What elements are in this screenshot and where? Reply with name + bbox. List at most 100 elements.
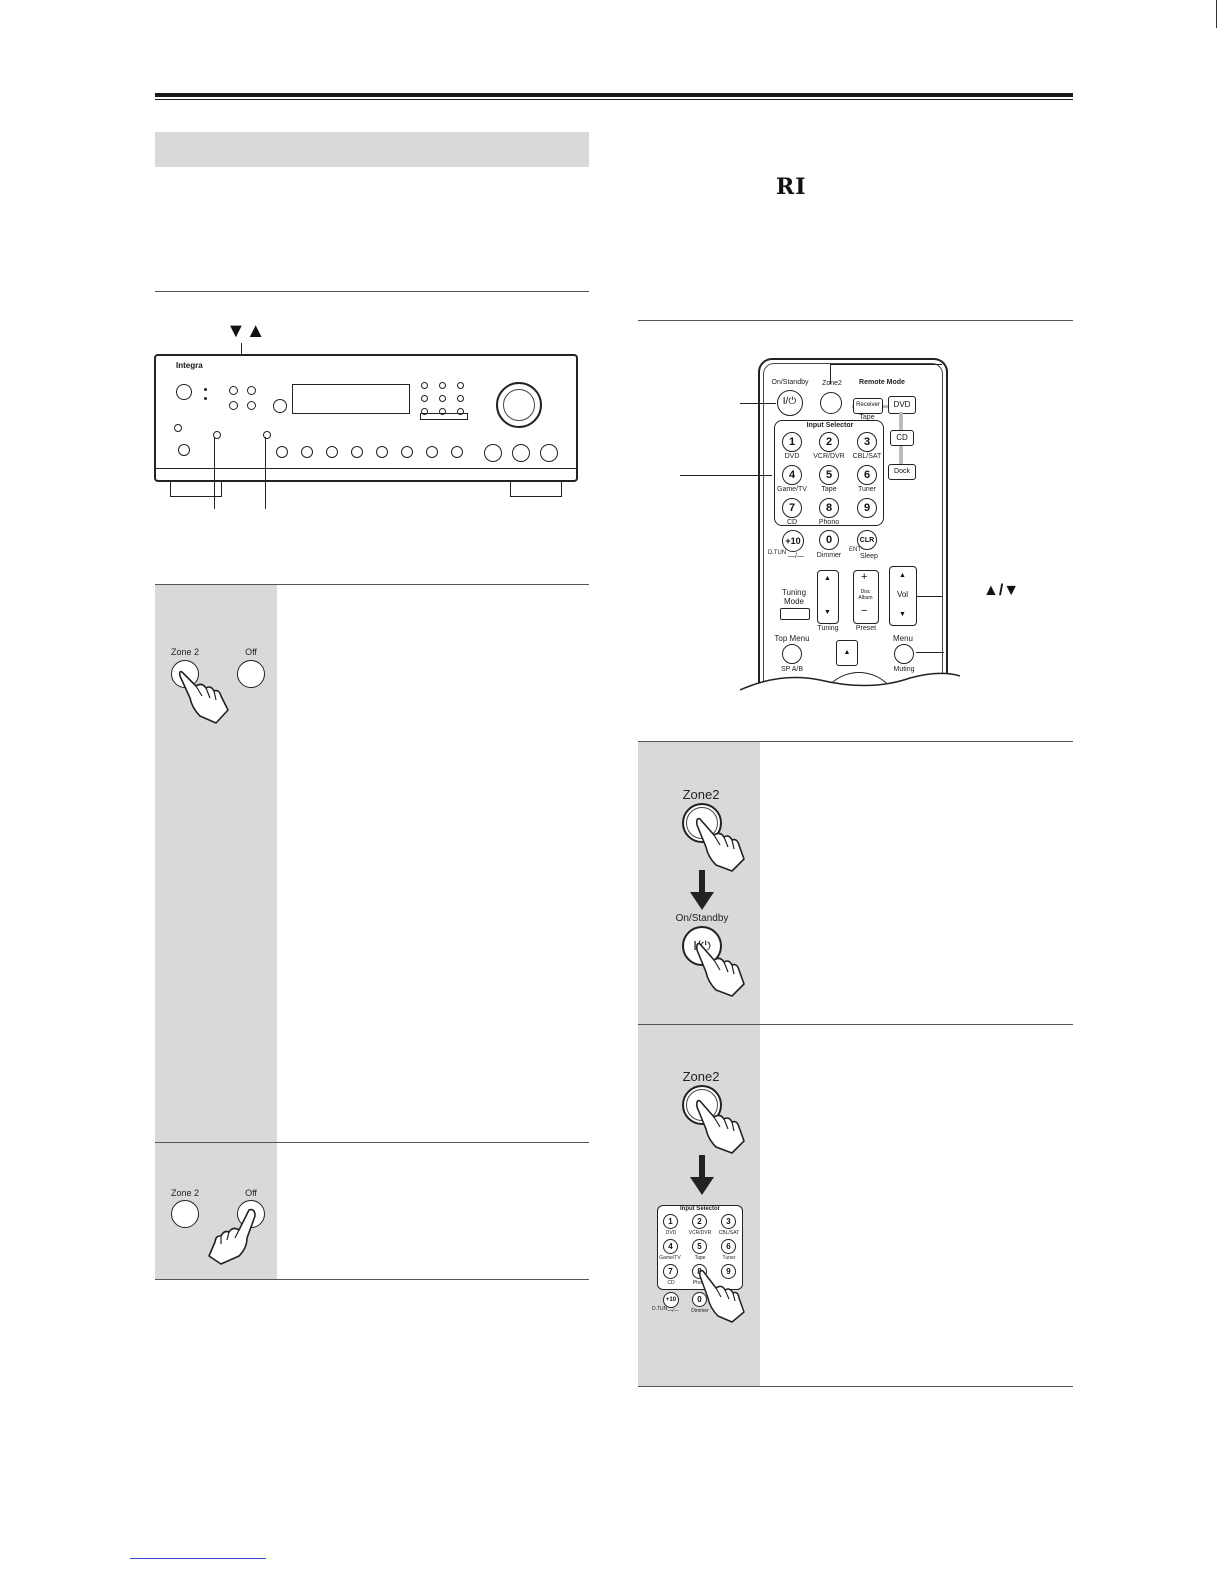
key-5[interactable]: 5 — [692, 1239, 707, 1254]
receiver-front-panel: Integra — [154, 354, 578, 482]
key-label: Game/TV — [659, 1255, 681, 1261]
on-standby-button[interactable]: I/⏻ — [777, 390, 803, 416]
key-9[interactable]: 9 — [721, 1264, 736, 1279]
table-rule — [638, 1386, 1073, 1387]
zone2-button[interactable] — [820, 392, 842, 414]
key-3[interactable]: 3 — [857, 432, 877, 452]
receiver-brand: Integra — [176, 361, 203, 370]
tuning-mode-button[interactable] — [780, 608, 810, 620]
top-menu-button[interactable] — [782, 644, 802, 664]
key-3[interactable]: 3 — [721, 1214, 736, 1229]
speakers-button — [174, 424, 182, 432]
key-7[interactable]: 7 — [782, 498, 802, 518]
key-plus10[interactable]: +10 — [663, 1292, 679, 1308]
key-7[interactable]: 7 — [663, 1264, 678, 1279]
dash-label: —/— — [667, 1308, 679, 1314]
key-1[interactable]: 1 — [782, 432, 802, 452]
on-standby-label: On/Standby — [771, 379, 809, 386]
preset-rocker[interactable]: + Disc Album − — [853, 570, 879, 624]
receiver-arrow-button — [247, 401, 256, 410]
callout-line — [680, 475, 772, 476]
tone-knob — [484, 444, 502, 462]
standby-button — [176, 384, 192, 400]
tuning-mode-label: Tuning Mode — [781, 588, 807, 606]
key-5[interactable]: 5 — [819, 465, 839, 485]
tone-knob — [540, 444, 558, 462]
receiver-zone2-button — [213, 431, 221, 439]
phones-jack — [178, 444, 190, 456]
tuning-label: Tuning — [817, 625, 839, 632]
dash-label: —/— — [788, 553, 804, 560]
callout-line — [214, 437, 215, 509]
key-8[interactable]: 8 — [819, 498, 839, 518]
dvd-mode-button[interactable]: DVD — [888, 396, 916, 414]
key-label: CD — [667, 1280, 675, 1286]
key-label: DVD — [665, 1230, 677, 1236]
key-4[interactable]: 4 — [782, 465, 802, 485]
up-button[interactable]: ▲ — [836, 640, 858, 666]
header-rule — [155, 93, 1073, 97]
down-arrow-icon — [690, 870, 714, 910]
pressing-hand-icon — [696, 942, 745, 997]
key-plus10[interactable]: +10 — [782, 530, 804, 552]
vol-rocker[interactable]: ▲ Vol ▼ — [889, 566, 917, 626]
key-clr[interactable]: CLR — [857, 530, 877, 550]
section-heading-band — [155, 132, 589, 167]
callout-line — [830, 364, 831, 384]
pressing-hand-icon — [696, 817, 745, 872]
key-1[interactable]: 1 — [663, 1214, 678, 1229]
input-selector-label: Input Selector — [806, 422, 854, 429]
key-9[interactable]: 9 — [857, 498, 877, 518]
key-0[interactable]: 0 — [692, 1292, 707, 1307]
zone2-label: Zone2 — [682, 1069, 720, 1084]
key-2[interactable]: 2 — [819, 432, 839, 452]
key-label: Tuner — [722, 1255, 736, 1261]
off-label: Off — [245, 647, 257, 657]
dock-mode-button[interactable]: Dock — [888, 464, 916, 480]
zone2-label: Zone2 — [682, 787, 720, 802]
key-label: Tape — [694, 1255, 706, 1261]
callout-line — [916, 652, 944, 653]
zone2-button[interactable] — [171, 1200, 199, 1228]
remote-mode-label: Remote Mode — [859, 379, 905, 386]
zone2-label: Zone 2 — [170, 647, 200, 657]
table-rule — [155, 584, 589, 585]
key-label: CBL/SAT — [718, 1230, 740, 1236]
table-rule — [155, 1142, 589, 1143]
input-selector-label: Input Selector — [679, 1206, 720, 1212]
ri-logo: RI — [776, 174, 807, 200]
remote-control: On/Standby I/⏻ Zone2 Remote Mode Receive… — [758, 358, 948, 698]
zone2-label: Zone2 — [822, 380, 842, 387]
receiver-off-button — [263, 431, 271, 439]
muting-button[interactable] — [894, 644, 914, 664]
ent-label: ENT — [849, 547, 861, 553]
vol-arrows-label: ▲/▼ — [983, 582, 1020, 599]
callout-line — [830, 364, 942, 365]
sleep-label: Sleep — [860, 553, 878, 560]
receiver-mode-button[interactable]: Receiver — [853, 398, 883, 414]
key-4[interactable]: 4 — [663, 1239, 678, 1254]
display-window — [292, 384, 410, 414]
off-label: Off — [245, 1188, 257, 1198]
key-6[interactable]: 6 — [857, 465, 877, 485]
key-label: DVD — [784, 453, 800, 460]
callout-line — [740, 403, 776, 404]
key-label: VCR/DVR — [813, 453, 845, 460]
receiver-foot — [510, 481, 562, 497]
off-button[interactable] — [237, 660, 265, 688]
footer-link-underline — [130, 1558, 266, 1559]
tuning-rocker[interactable]: ▲ ▼ — [817, 570, 839, 624]
callout-line — [265, 437, 266, 509]
key-2[interactable]: 2 — [692, 1214, 707, 1229]
key-label: Tape — [821, 486, 837, 493]
key-6[interactable]: 6 — [721, 1239, 736, 1254]
remote-sensor — [273, 399, 287, 413]
key-label: Tuner — [857, 486, 877, 493]
callout-line — [916, 596, 942, 597]
arrow-buttons-label: ▼▲ — [226, 320, 266, 342]
sp-ab-label: SP A/B — [780, 666, 804, 673]
key-0[interactable]: 0 — [819, 530, 839, 550]
divider — [155, 291, 589, 292]
cd-mode-button[interactable]: CD — [890, 430, 914, 446]
top-menu-label: Top Menu — [774, 634, 810, 643]
